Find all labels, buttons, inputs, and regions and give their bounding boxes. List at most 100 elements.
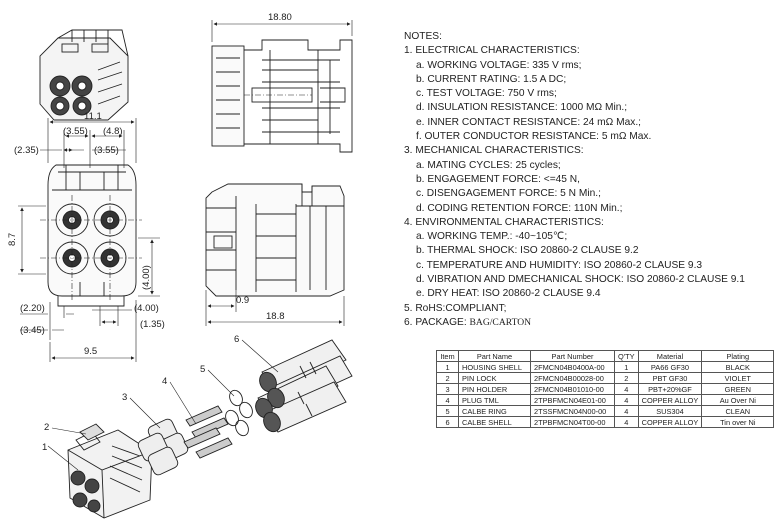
bom-cell: 1	[436, 361, 459, 373]
dim-3-55b: (3.55)	[94, 145, 119, 156]
side-view	[205, 183, 345, 297]
notes-block: NOTES: 1. ELECTRICAL CHARACTERISTICS: a.…	[404, 30, 774, 330]
callout-1: 1	[42, 442, 47, 453]
bom-cell: 4	[614, 405, 639, 417]
dim-2-35: (2.35)	[14, 145, 39, 156]
front-dimensions	[18, 118, 160, 362]
package-value: BAG/CARTON	[469, 316, 532, 328]
dim-4-00-vert: (4.00)	[141, 265, 152, 290]
exploded-view	[47, 339, 353, 519]
bom-cell: PIN LOCK	[458, 372, 531, 384]
part-housing-shell	[67, 429, 153, 519]
bom-cell: 4	[614, 394, 639, 406]
note-line: 1. ELECTRICAL CHARACTERISTICS:	[404, 45, 580, 57]
bom-row: 3 PIN HOLDER 2FMCN04B01010-00 4 PBT+20%G…	[436, 383, 775, 395]
bom-cell: HOUSING SHELL	[458, 361, 531, 373]
dim-3-55: (3.55)	[63, 126, 88, 137]
dim-1-35: (1.35)	[140, 319, 165, 330]
dim-front-width: 11.1	[84, 111, 102, 122]
dim-3-45: (3.45)	[20, 325, 45, 336]
note-line: f. OUTER CONDUCTOR RESISTANCE: 5 mΩ Max.	[416, 131, 652, 143]
note-line: d. CODING RETENTION FORCE: 110N Min.;	[416, 202, 623, 214]
bom-cell: Tin over Ni	[701, 416, 775, 428]
bom-cell: 2FMCN04B01010-00	[530, 383, 615, 395]
note-line: c. DISENGAGEMENT FORCE: 5 N Min.;	[416, 188, 601, 200]
bom-header-item: Item	[436, 350, 459, 362]
notes-title: NOTES:	[404, 31, 442, 42]
note-line: b. CURRENT RATING: 1.5 A DC;	[416, 73, 567, 85]
note-line: 4. ENVIRONMENTAL CHARACTERISTICS:	[404, 216, 604, 228]
bom-cell: Au Over Ni	[701, 394, 775, 406]
dim-overall-top: 18.80	[268, 12, 292, 23]
callout-4: 4	[162, 376, 167, 387]
bom-cell: CLEAN	[701, 405, 775, 417]
bom-cell: 3	[436, 383, 459, 395]
callout-2: 2	[44, 422, 49, 433]
bom-cell: 2	[436, 372, 459, 384]
part-cable-shells	[255, 339, 353, 433]
dim-height: 8.7	[7, 233, 18, 246]
callout-3: 3	[122, 392, 127, 403]
front-view	[40, 164, 142, 307]
bom-row: 5 CALBE RING 2TSSFMCN04N00-00 4 SUS304 C…	[436, 405, 775, 417]
bom-cell: VIOLET	[701, 372, 775, 384]
bom-cell: PIN HOLDER	[458, 383, 531, 395]
bom-cell: SUS304	[637, 405, 703, 417]
note-line: 3. MECHANICAL CHARACTERISTICS:	[404, 145, 584, 157]
iso-view-small	[39, 29, 129, 121]
note-line: a. WORKING TEMP.: -40~105℃;	[416, 231, 568, 243]
note-line: c. TEMPERATURE AND HUMIDITY: ISO 20860-2…	[416, 259, 703, 271]
bom-cell: PBT+20%GF	[637, 383, 703, 395]
bom-table: Item Part Name Part Number Q'TY Material…	[436, 350, 775, 428]
note-line: e. DRY HEAT: ISO 20860-2 CLAUSE 9.4	[416, 288, 601, 300]
package-label: 6. PACKAGE:	[404, 316, 467, 328]
bom-cell: 2FMCN04B0400A-00	[530, 361, 615, 373]
callout-labels: 1 2 3 4 5 6	[42, 334, 239, 453]
bom-row: 6 CALBE SHELL 2TPBFMCN04T00-00 4 COPPER …	[436, 416, 775, 428]
dim-2-20: (2.20)	[20, 303, 45, 314]
note-line: b. ENGAGEMENT FORCE: <=45 N,	[416, 173, 580, 185]
note-line: d. INSULATION RESISTANCE: 1000 MΩ Min.;	[416, 102, 628, 114]
bom-cell: 1	[614, 361, 639, 373]
bom-row: 1 HOUSING SHELL 2FMCN04B0400A-00 1 PA66 …	[436, 361, 775, 373]
bom-cell: 5	[436, 405, 459, 417]
bom-cell: BLACK	[701, 361, 775, 373]
dim-4-8: (4.8)	[103, 126, 123, 137]
dim-4-00-horiz: (4.00)	[134, 303, 159, 314]
bom-cell: 2TPBFMCN04E01-00	[530, 394, 615, 406]
bom-cell: PA66 GF30	[637, 361, 703, 373]
bom-cell: PBT GF30	[637, 372, 703, 384]
note-line: a. MATING CYCLES: 25 cycles;	[416, 159, 561, 171]
bom-cell: COPPER ALLOY	[637, 416, 703, 428]
note-line: e. INNER CONTACT RESISTANCE: 24 mΩ Max.;	[416, 116, 641, 128]
note-line: 5. RoHS:COMPLIANT;	[404, 302, 507, 314]
bom-header-row: Item Part Name Part Number Q'TY Material…	[436, 350, 775, 362]
side-view-dimensions	[205, 290, 345, 326]
bom-header-qty: Q'TY	[614, 350, 639, 362]
bom-cell: CALBE SHELL	[458, 416, 531, 428]
bom-cell: 2TPBFMCN04T00-00	[530, 416, 615, 428]
bom-cell: GREEN	[701, 383, 775, 395]
dim-side-offset: 0.9	[236, 295, 249, 306]
note-line: b. THERMAL SHOCK: ISO 20860-2 CLAUSE 9.2	[416, 245, 639, 257]
top-view	[211, 39, 353, 153]
note-line: c. TEST VOLTAGE: 750 V rms;	[416, 88, 557, 100]
bom-cell: 6	[436, 416, 459, 428]
bom-header-part-name: Part Name	[458, 350, 531, 362]
dimension-labels: 11.1 (3.55) (4.8) (2.35) (3.55) 8.7 (4.0…	[7, 12, 292, 357]
bom-header-part-number: Part Number	[530, 350, 615, 362]
bom-cell: PLUG TML	[458, 394, 531, 406]
note-line: a. WORKING VOLTAGE: 335 V rms;	[416, 59, 582, 71]
bom-header-material: Material	[637, 350, 703, 362]
bom-cell: 2	[614, 372, 639, 384]
dim-overall-side: 18.8	[266, 311, 285, 322]
dim-base-width: 9.5	[84, 346, 97, 357]
bom-cell: 2FMCN04B00028-00	[530, 372, 615, 384]
bom-header-plating: Plating	[701, 350, 775, 362]
part-plug-terminals	[183, 405, 233, 459]
callout-6: 6	[234, 334, 239, 345]
bom-cell: 4	[614, 416, 639, 428]
bom-row: 2 PIN LOCK 2FMCN04B00028-00 2 PBT GF30 V…	[436, 372, 775, 384]
bom-cell: CALBE RING	[458, 405, 531, 417]
